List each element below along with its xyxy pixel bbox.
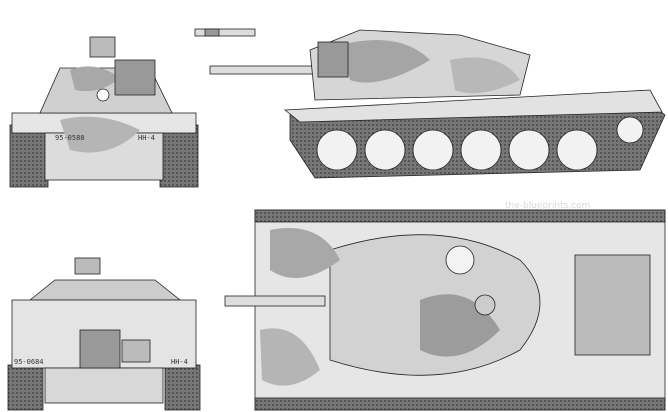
rear-unit-marking: HH-4 (171, 358, 188, 366)
rear-serial-number: 95-0684 (14, 358, 44, 366)
top-view (224, 209, 666, 411)
side-view (209, 29, 666, 179)
front-view (9, 36, 199, 188)
watermark: the-blueprints.com (505, 201, 591, 211)
front-serial-number: 95-0588 (55, 134, 85, 142)
front-unit-marking: HH-4 (138, 134, 155, 142)
rear-view (7, 257, 201, 411)
barrel-detail (194, 28, 256, 37)
